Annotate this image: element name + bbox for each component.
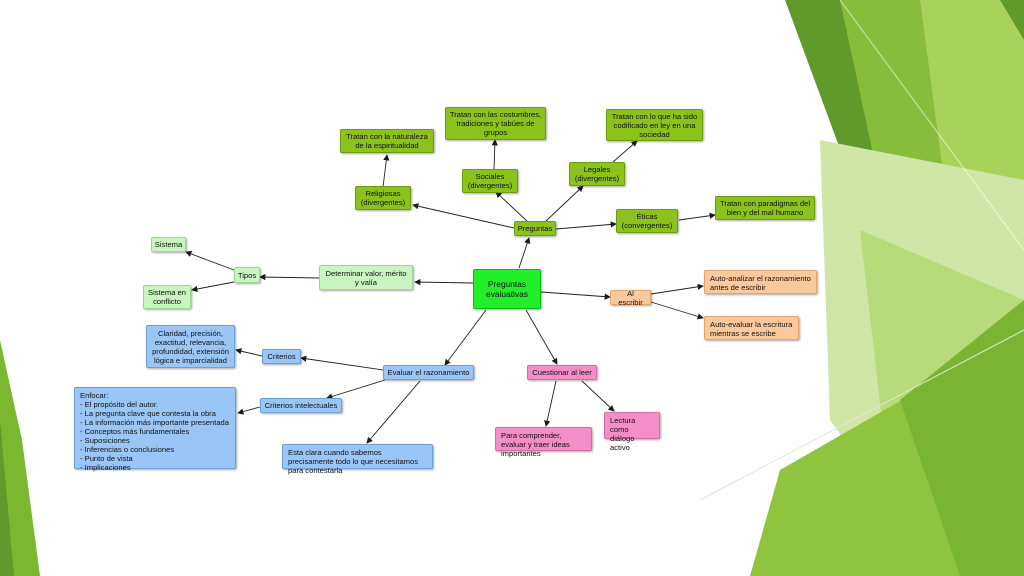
connector [544, 380, 557, 427]
node-sociales[interactable]: Sociales (divergentes) [462, 169, 518, 193]
connector [650, 283, 704, 295]
node-sociales-desc[interactable]: Tratan con las costumbres, tradiciones y… [445, 107, 546, 140]
node-enfocar[interactable]: Enfocar: - El propósito del autor. - La … [74, 387, 236, 472]
node-cuestionar[interactable]: Cuestionar al leer [527, 365, 597, 380]
node-criterios-intelectuales[interactable]: Criterios intelectuales [260, 398, 342, 413]
connector [185, 250, 235, 271]
connector [495, 191, 529, 223]
connector [518, 237, 531, 269]
node-preguntas[interactable]: Preguntas [514, 221, 556, 236]
connector [366, 380, 421, 444]
decoration-shape [0, 340, 40, 576]
node-legales-desc[interactable]: Tratan con lo que ha sido codificado en … [606, 109, 703, 141]
connector [191, 281, 235, 293]
node-comprender[interactable]: Para comprender, evaluar y traer ideas i… [495, 427, 592, 458]
connector [259, 273, 320, 281]
node-preguntas-evaluativas[interactable]: Preguntas evaluativas [473, 269, 541, 309]
connector [525, 309, 558, 365]
connector [581, 380, 615, 412]
node-sistema[interactable]: Sistema [151, 237, 186, 252]
connector [414, 278, 474, 286]
node-eticas[interactable]: Éticas (convergentes) [616, 209, 678, 233]
connector [300, 355, 384, 371]
node-religiosas[interactable]: Religiosas (divergentes) [355, 186, 411, 210]
node-lectura[interactable]: Lectura como diálogo activo [604, 412, 660, 452]
connector [382, 154, 390, 188]
connector [235, 348, 263, 357]
node-eticas-desc[interactable]: Tratan con paradigmas del bien y del mal… [715, 196, 815, 220]
node-auto-evaluar[interactable]: Auto-evaluar la escritura mientras se es… [704, 316, 799, 340]
connector [444, 309, 487, 366]
node-auto-analizar[interactable]: Auto-analizar el razonamiento antes de e… [704, 270, 817, 294]
connector [491, 139, 498, 170]
node-esta-clara[interactable]: Esta clara cuando sabemos precisamente t… [282, 444, 433, 475]
connector [678, 212, 716, 221]
connector [650, 301, 704, 320]
node-al-escribir[interactable]: Al escribir [610, 289, 651, 307]
connector [612, 140, 638, 163]
node-determinar[interactable]: Determinar valor, mérito y valía [319, 265, 413, 290]
connector [237, 406, 261, 415]
connector [326, 379, 386, 400]
node-sistema-conflicto[interactable]: Sistema en conflicto [143, 285, 191, 309]
connector [555, 221, 617, 230]
decoration-shape [0, 420, 14, 576]
connector [412, 203, 515, 229]
node-tipos[interactable]: Tipos [234, 267, 260, 283]
node-evaluar-razonamiento[interactable]: Evaluar el razonamiento [383, 365, 474, 380]
node-religiosas-desc[interactable]: Tratan con la naturaleza de la espiritua… [340, 129, 434, 153]
connector [544, 185, 584, 223]
node-criterios-desc[interactable]: Claridad, precisión, exactitud, relevanc… [146, 325, 235, 368]
node-legales[interactable]: Legales (divergentes) [569, 162, 625, 186]
connector [540, 291, 611, 300]
decoration-shape [900, 300, 1024, 576]
node-criterios[interactable]: Criterios [262, 349, 301, 364]
